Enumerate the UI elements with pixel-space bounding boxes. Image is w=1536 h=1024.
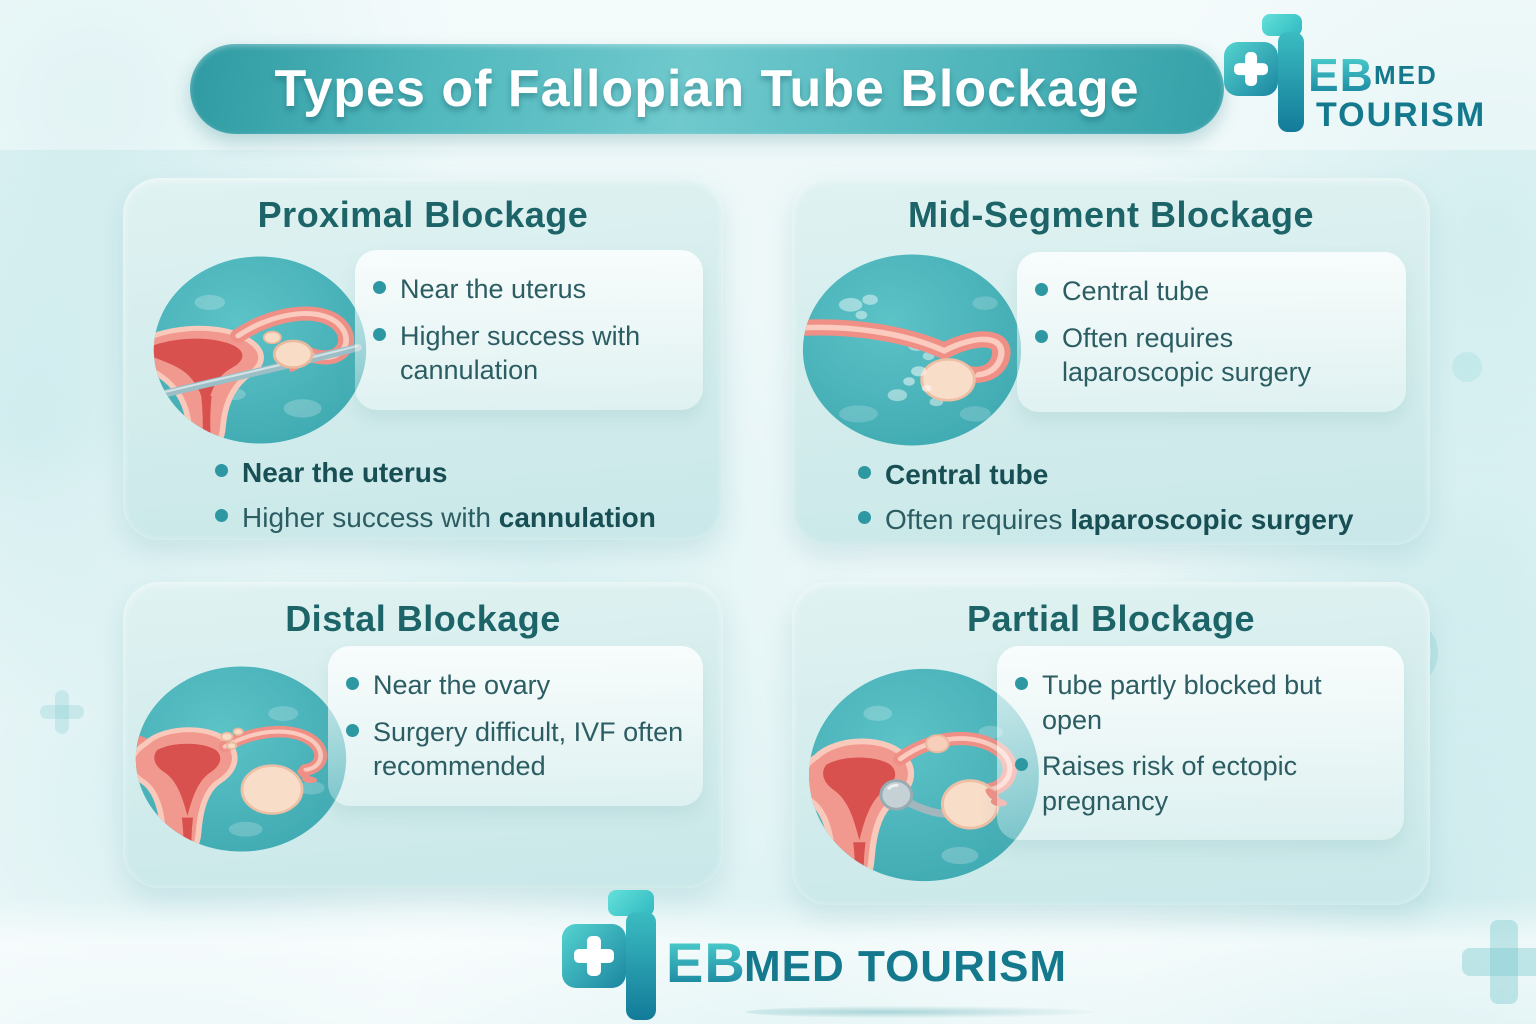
bullet-item: Higher success with cannulation [373, 319, 685, 388]
bullet-text: Central tube [1062, 276, 1210, 306]
bullet-item: Tube partly blocked but open [1015, 668, 1386, 737]
bottom-bullet-list: Near the uterus Higher success with cann… [215, 446, 705, 540]
logo-eb-text: EB [1308, 49, 1374, 101]
logo-tourism-text: TOURISM [1316, 96, 1487, 134]
bullet-item: Higher success with cannulation [215, 500, 705, 536]
bottom-bullet-list: Central tube Often requires laparoscopic… [858, 448, 1412, 545]
page-title: Types of Fallopian Tube Blockage [274, 60, 1140, 118]
logo-med-text: MED [1374, 60, 1438, 90]
bullet-dot-icon [1015, 677, 1028, 690]
partial-blockage-illustration [809, 668, 1039, 882]
bullet-dot-icon [1035, 329, 1048, 343]
card-proximal-blockage: Proximal Blockage [123, 178, 723, 540]
bullet-dot-icon [373, 281, 386, 294]
bullet-dot-icon [1015, 758, 1028, 772]
logo-eb-text: EB [666, 931, 746, 994]
mid-segment-blockage-illustration [802, 254, 1022, 446]
bullet-dot-icon [215, 464, 228, 477]
logo-t-stem-shape [626, 912, 656, 1020]
bullet-item: Central tube [858, 457, 1412, 493]
logo-med-tourism-text: MED TOURISM [744, 942, 1068, 991]
bullet-dot-icon [373, 327, 386, 341]
bullet-dot-icon [858, 510, 871, 524]
card-title: Distal Blockage [285, 598, 561, 639]
plus-icon [1224, 42, 1278, 96]
circle-watermark [1452, 352, 1482, 382]
cross-watermark [1462, 920, 1536, 1004]
teb-logo-icon [562, 890, 662, 1022]
proximal-blockage-illustration [153, 256, 367, 444]
logo-swoosh-shadow [746, 1006, 1096, 1018]
title-banner: Types of Fallopian Tube Blockage [190, 44, 1224, 134]
card-mid-segment-blockage: Mid-Segment Blockage [792, 178, 1430, 545]
bullet-text: Near the ovary [373, 670, 551, 700]
card-title: Partial Blockage [966, 598, 1256, 639]
bullet-item: Near the uterus [373, 272, 685, 307]
bullet-item: Often requires laparoscopic surgery [1035, 321, 1388, 390]
card-title: Mid-Segment Blockage [907, 194, 1315, 235]
bullet-text: Near the uterus [400, 274, 587, 304]
bullet-text: Higher success with cannulation [400, 320, 641, 386]
bullet-dot-icon [346, 677, 359, 690]
logo-t-cap-shape [1262, 14, 1302, 36]
bullet-text: Surgery difficult, IVF often recommended [373, 716, 684, 782]
card-distal-blockage: Distal Blockage [123, 582, 723, 888]
bullet-panel: Central tube Often requires laparoscopic… [1017, 252, 1406, 412]
bullet-item: Near the uterus [215, 455, 705, 491]
bullet-item: Often requires laparoscopic surgery [858, 502, 1412, 538]
bullet-text: Higher success with cannulation [242, 501, 656, 533]
bullet-item: Near the ovary [346, 668, 685, 703]
bullet-text: Often requires laparoscopic surgery [885, 503, 1354, 535]
bullet-text: Central tube [885, 459, 1049, 490]
logo-t-stem-shape [1278, 32, 1304, 132]
bullet-panel: Tube partly blocked but open Raises risk… [997, 646, 1404, 841]
bullet-item: Central tube [1035, 274, 1388, 309]
distal-blockage-illustration [135, 666, 347, 852]
bullet-panel: Near the ovary Surgery difficult, IVF of… [328, 646, 703, 806]
medical-cross-icon [562, 924, 626, 988]
card-partial-blockage: Partial Blockage [792, 582, 1430, 905]
teb-med-tourism-logo-top: EB MED TOURISM [1224, 12, 1524, 144]
bullet-dot-icon [346, 723, 359, 737]
bullet-text: Near the uterus [242, 457, 448, 488]
bullet-dot-icon [858, 466, 871, 479]
bullet-item: Raises risk of ectopic pregnancy [1015, 749, 1386, 818]
bullet-panel: Near the uterus Higher success with cann… [355, 250, 703, 410]
logo-t-cap-shape [608, 890, 654, 916]
bullet-dot-icon [1035, 283, 1048, 296]
bullet-text: Raises risk of ectopic pregnancy [1042, 751, 1298, 816]
bottom-light-band [0, 898, 1536, 1024]
bullet-text: Often requires laparoscopic surgery [1062, 322, 1312, 388]
bullet-item: Surgery difficult, IVF often recommended [346, 715, 685, 784]
card-title: Proximal Blockage [257, 194, 589, 235]
bullet-text: Tube partly blocked but open [1042, 670, 1322, 735]
medical-cross-icon [1224, 42, 1278, 96]
teb-med-tourism-logo-bottom: EB MED TOURISM [562, 890, 1282, 1024]
plus-icon [562, 924, 626, 988]
bullet-dot-icon [215, 508, 228, 522]
cross-watermark [40, 690, 84, 734]
teb-logo-icon [1224, 12, 1314, 138]
